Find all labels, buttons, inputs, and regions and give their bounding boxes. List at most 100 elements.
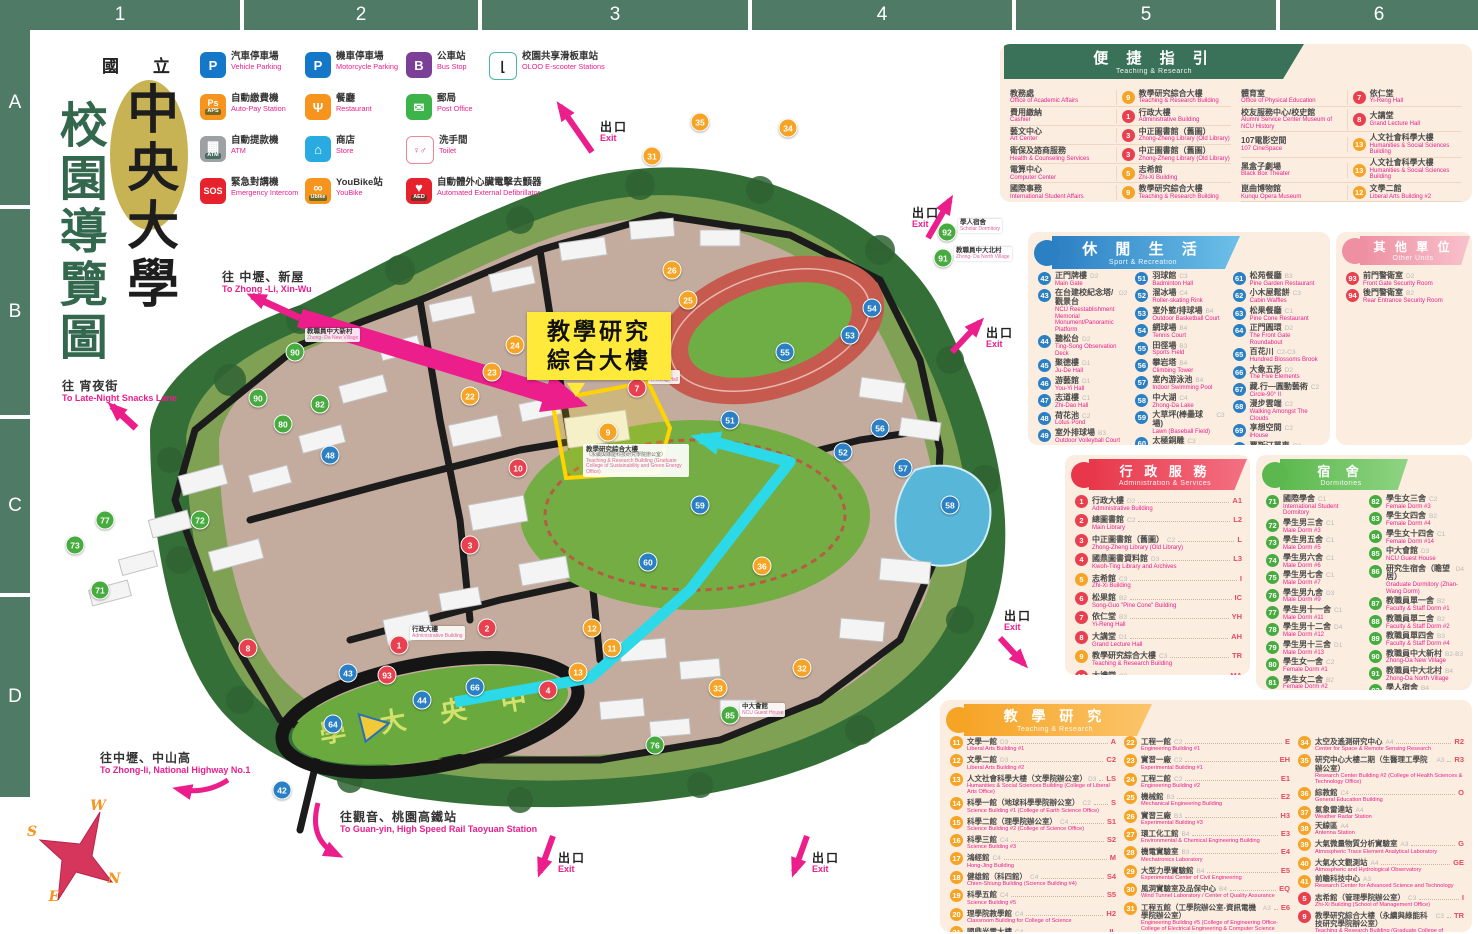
target-name-zh: 教學研究綜合大樓 — [1138, 88, 1203, 98]
item-number-badge: 87 — [1369, 597, 1382, 611]
leader-dots — [1178, 534, 1235, 542]
item-number-badge: 56 — [1135, 358, 1149, 372]
legend-label-zh: 自動繳費機 — [231, 93, 279, 104]
item-name-zh: 研究生宿舍（瞻望居） — [1386, 563, 1450, 582]
item-name-zh: 文學一館 — [967, 737, 997, 746]
buildings — [87, 217, 942, 739]
store-icon: ⌂ — [305, 136, 331, 162]
lake — [894, 464, 992, 567]
item-code-tag: H3 — [1280, 810, 1290, 820]
item-grid-code: C1 — [1326, 537, 1335, 545]
item-name-zh: 教職員中大新村 — [1386, 648, 1442, 658]
item-name-zh: 藏.行—圓動藝術 — [1249, 381, 1308, 391]
icon-glyph: ⌂ — [314, 141, 322, 157]
map-marker-44: 44 — [412, 690, 432, 710]
item-name-en: Mechatronics Laboratory — [1141, 856, 1203, 863]
item-name-en: Faculty & Staff Dorm #2 — [1386, 623, 1450, 630]
list-item: 92學人宿舍B4Scholar Dormitory — [1369, 683, 1464, 690]
exit-label-en: Exit — [1004, 621, 1021, 632]
item-grid-code: B4 — [1219, 886, 1227, 894]
item-number-badge: 13 — [1352, 138, 1366, 152]
legend-label-en: Post Office — [437, 103, 473, 113]
item-grid-code: C4 — [1015, 929, 1023, 932]
item-name-en: Climbing Tower — [1152, 367, 1194, 374]
map-label-zh: 中大會館 — [742, 702, 768, 710]
item-number-badge: 8 — [1075, 630, 1088, 644]
item-grid-code: D3 — [1326, 589, 1335, 597]
item-name-en: Male Dorm #6 — [1283, 562, 1321, 569]
item-number-badge: 85 — [1369, 547, 1382, 561]
leader-dots — [1130, 670, 1227, 675]
item-name-zh: 教職員單四舍 — [1386, 631, 1434, 641]
exit-label-zh: 出口 — [812, 851, 841, 865]
item-grid-code: A4 — [1355, 806, 1364, 814]
facility-name-en: Health & Counseling Services — [1010, 155, 1090, 162]
item-number-badge: 61 — [1232, 272, 1246, 285]
item-name-en: Male Dorm #3 — [1283, 527, 1321, 534]
item-grid-code: B4 — [1445, 667, 1453, 675]
item-name-en: Research Center for Advanced Science and… — [1315, 883, 1454, 890]
exit-label-zh: 出口 — [912, 206, 941, 220]
map-marker-59: 59 — [690, 495, 710, 515]
item-code-tag: E3 — [1280, 828, 1290, 838]
item-grid-code: B3 — [1284, 273, 1293, 280]
legend-label-zh: 自動體外心臟電擊去顫器 — [437, 177, 542, 188]
legend-label-en: Emergency Intercom — [231, 187, 299, 197]
target-name-en: Liberal Arts Building #2 — [1369, 193, 1432, 200]
item-name-zh: 後門警衛室 — [1363, 288, 1403, 298]
facility-name-en: Office of Academic Affairs — [1010, 98, 1079, 105]
map-label-zh: 學人宿舍 — [960, 218, 986, 226]
item-number-badge: 73 — [1266, 536, 1279, 550]
item-code-tag: S1 — [1106, 816, 1116, 826]
item-grid-code: C4 — [1340, 790, 1349, 798]
item-name-zh: 羽球館 — [1152, 271, 1177, 280]
item-name-en: Circle-90° II — [1249, 391, 1282, 398]
item-name-zh: 享想空間 — [1249, 423, 1282, 433]
item-number-badge: 3 — [1121, 147, 1135, 161]
item-grid-code: C3 — [1435, 912, 1444, 920]
item-name-zh: 環工化工館 — [1141, 828, 1179, 838]
item-grid-code: C3 — [1179, 273, 1188, 280]
icon-glyph: Ψ — [312, 99, 324, 115]
direction-label-en: To Zhong-li, National Highway No.1 — [100, 765, 251, 776]
item-name-zh: 教職員單二舍 — [1386, 613, 1434, 623]
item-code-tag: E — [1284, 737, 1290, 746]
